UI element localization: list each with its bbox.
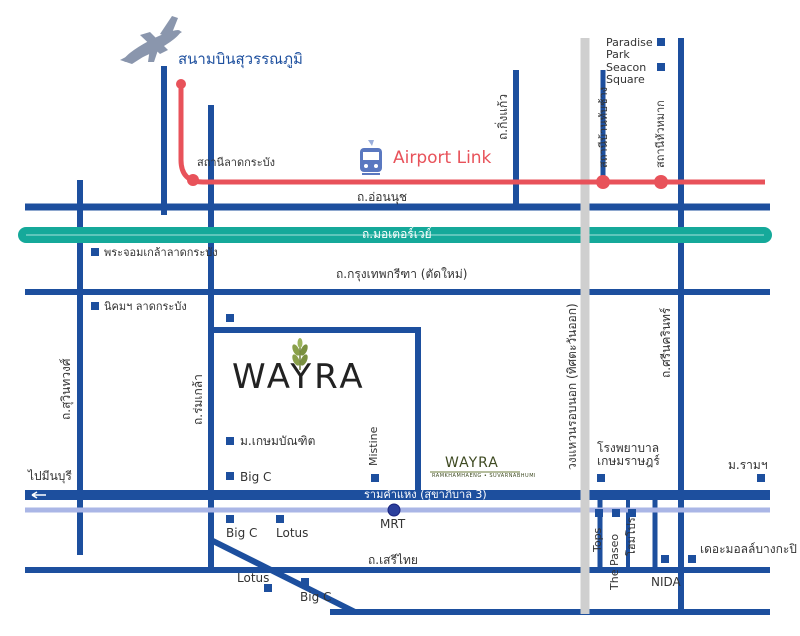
lotus-2-label: Lotus — [237, 571, 270, 585]
wayra-logo: WAYRA — [232, 357, 366, 397]
ramkhamhaeng-univ-marker — [757, 474, 765, 482]
nida-marker — [661, 555, 669, 563]
road-romklao-label: ถ.ร่มเกล้า — [191, 374, 205, 425]
industrial-estate-label: นิคมฯ ลาดกระบัง — [104, 300, 187, 313]
station-hua-mak-marker — [654, 175, 668, 189]
station-hua-mak-label: สถานีหัวหมาก — [654, 100, 667, 168]
mrt-label: MRT — [380, 517, 406, 531]
airport-link-terminal — [176, 79, 186, 89]
mistine-label: Mistine — [367, 426, 380, 466]
road-on-nut-label: ถ.อ่อนนุช — [357, 190, 408, 204]
road-seri-thai-label: ถ.เสรีไทย — [368, 553, 418, 567]
direction-minburi-label: ไปมีนบุรี — [28, 469, 72, 483]
the-mall-label: เดอะมอลล์บางกะปิ — [700, 542, 797, 556]
lotus-1-marker — [276, 515, 284, 523]
wayra-small-tagline: RAMKHAMHAENG • SUVARNABHUMI — [432, 473, 536, 479]
kasem-bundit-label: ม.เกษมบัณฑิต — [240, 434, 316, 448]
the-paseo-label: The Paseo — [608, 533, 621, 590]
tops-label: Tops — [591, 527, 604, 552]
hao-pro-label: โฮมโปร — [625, 517, 638, 556]
industrial-estate-marker — [91, 302, 99, 310]
lotus-1-label: Lotus — [276, 526, 309, 540]
hospital-marker — [597, 474, 605, 482]
wayra-leaf-icon — [292, 338, 308, 370]
paradise-park-label: Paradise Park — [606, 36, 653, 62]
train-icon — [360, 140, 382, 175]
road-motorway-label: ถ.มอเตอร์เวย์ — [362, 227, 432, 241]
road-kingkaew-label: ถ.กิ่งแก้ว — [496, 94, 510, 140]
the-mall-marker — [688, 555, 696, 563]
the-paseo-marker — [612, 509, 620, 517]
road-diagonal — [209, 537, 357, 615]
mrt-station-marker — [387, 503, 401, 517]
mistine-marker — [371, 474, 379, 482]
seacon-square-label: Seacon Square — [606, 61, 647, 87]
big-c-2-marker — [226, 515, 234, 523]
paradise-park-marker — [657, 38, 665, 46]
station-ban-thap-chang-label: สถานีบ้านทับช้าง — [597, 87, 610, 168]
landmark-square-marker — [226, 314, 234, 322]
road-srinakarin-label: ถ.ศรีนครินทร์ — [659, 307, 673, 378]
wayra-small-logo: WAYRA — [445, 455, 499, 471]
station-lat-krabang-label: สถานีลาดกระบัง — [197, 156, 275, 169]
road-outer-ring-label: วงแหวนรอบนอก (ทิศตะวันออก) — [565, 303, 579, 470]
seacon-square-marker — [657, 63, 665, 71]
ramkhamhaeng-univ-label: ม.รามฯ — [728, 458, 768, 472]
hao-pro-marker — [628, 509, 636, 517]
kasem-bundit-marker — [226, 437, 234, 445]
airport-link-line — [178, 84, 765, 185]
big-c-1-label: Big C — [240, 470, 272, 484]
big-c-3-marker — [301, 578, 309, 586]
lotus-2-marker — [264, 584, 272, 592]
station-lat-krabang-marker — [187, 174, 199, 186]
road-suwinthawong-label: ถ.สุวินทวงศ์ — [59, 358, 73, 420]
airplane-icon — [120, 16, 182, 64]
tops-marker — [595, 509, 603, 517]
road-ramkhamhaeng-label: รามคำแหง (สุขาภิบาล 3) — [364, 488, 487, 501]
big-c-2-label: Big C — [226, 526, 258, 540]
hospital-label: โรงพยาบาล เกษมราษฎร์ — [597, 441, 660, 469]
king-monument-marker — [91, 248, 99, 256]
arrow-left-icon — [31, 491, 46, 499]
big-c-1-marker — [226, 472, 234, 480]
road-krungthep-kreetha-label: ถ.กรุงเทพกรีฑา (ตัดใหม่) — [336, 267, 468, 281]
airport-label: สนามบินสุวรรณภูมิ — [178, 50, 303, 68]
station-ban-thap-chang-marker — [596, 175, 610, 189]
airport-link-label: Airport Link — [393, 148, 492, 168]
king-monument-label: พระจอมเกล้าลาดกระบัง — [104, 246, 218, 259]
big-c-3-label: Big C — [300, 590, 332, 604]
nida-label: NIDA — [651, 575, 681, 589]
